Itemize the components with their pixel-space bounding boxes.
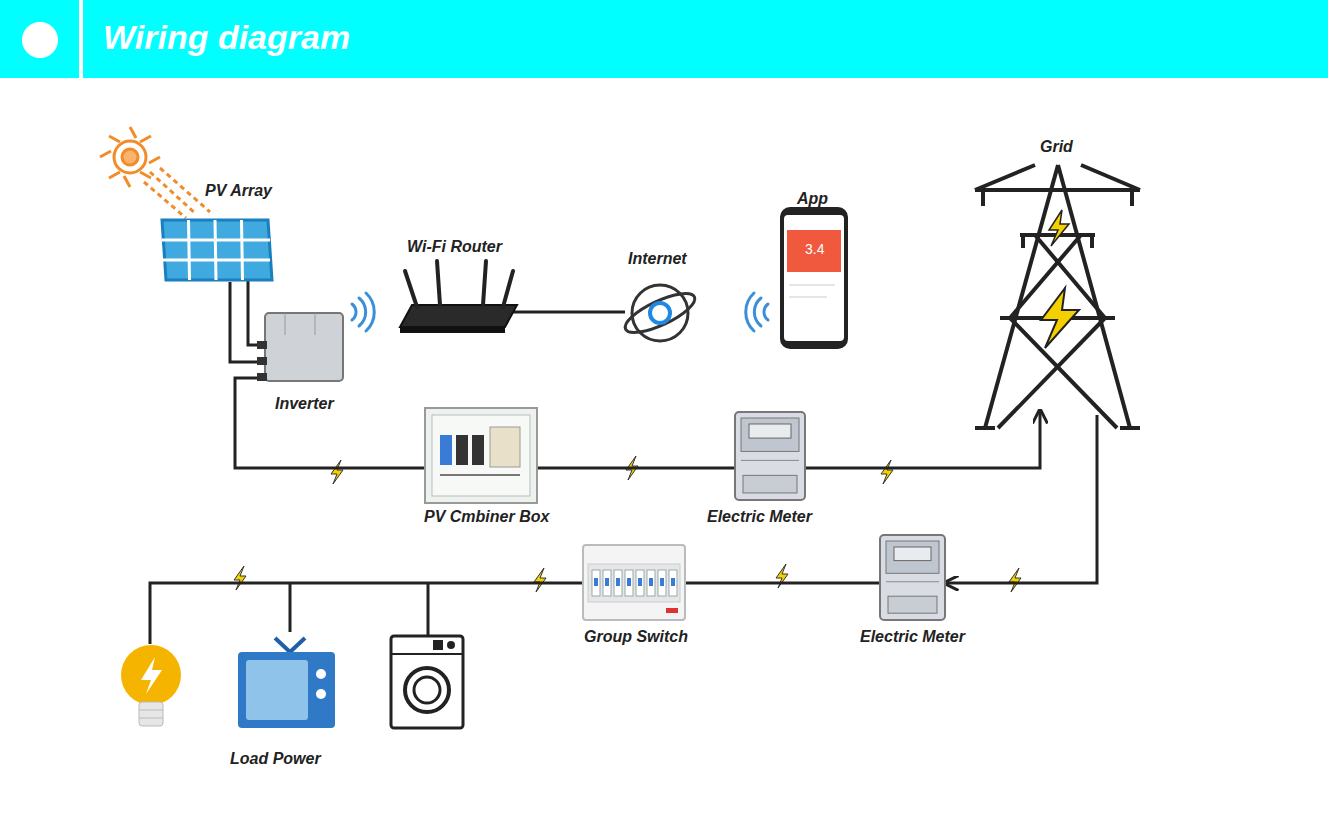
device-node: Inverter bbox=[255, 305, 350, 415]
device-illustration bbox=[775, 185, 855, 350]
device-label: Electric Meter bbox=[707, 508, 812, 526]
device-label: Electric Meter bbox=[860, 628, 965, 646]
page-title: Wiring diagram bbox=[103, 18, 350, 57]
power-wire bbox=[685, 582, 880, 585]
power-wire bbox=[537, 467, 735, 470]
device-label: App bbox=[797, 190, 828, 208]
device-node: Group Switch bbox=[578, 540, 708, 647]
power-wire bbox=[510, 311, 625, 314]
device-node: Internet bbox=[620, 245, 705, 350]
power-wire bbox=[150, 583, 583, 644]
power-wire bbox=[945, 415, 1097, 583]
device-label: Internet bbox=[628, 250, 687, 268]
power-wire bbox=[248, 280, 265, 345]
device-node: Grid bbox=[965, 130, 1150, 435]
device-node: Load Power bbox=[115, 630, 470, 770]
device-node: Electric Meter bbox=[855, 532, 990, 647]
app-reading: 3.4 bbox=[805, 241, 824, 257]
device-node: App 3.4 bbox=[775, 185, 855, 350]
device-label: Grid bbox=[1040, 138, 1073, 156]
device-label: Load Power bbox=[230, 750, 321, 768]
device-illustration bbox=[115, 630, 470, 770]
device-label: Inverter bbox=[275, 395, 334, 413]
device-label: Group Switch bbox=[584, 628, 688, 646]
device-node: PV Array bbox=[150, 180, 290, 285]
device-label: PV Array bbox=[205, 182, 272, 200]
device-illustration bbox=[965, 130, 1150, 435]
device-label: Wi-Fi Router bbox=[407, 238, 502, 256]
device-node: PV Cmbiner Box bbox=[420, 405, 570, 527]
device-node: Electric Meter bbox=[705, 410, 835, 527]
power-wire bbox=[235, 378, 425, 468]
device-label: PV Cmbiner Box bbox=[424, 508, 549, 526]
device-node: Wi-Fi Router bbox=[395, 235, 525, 335]
